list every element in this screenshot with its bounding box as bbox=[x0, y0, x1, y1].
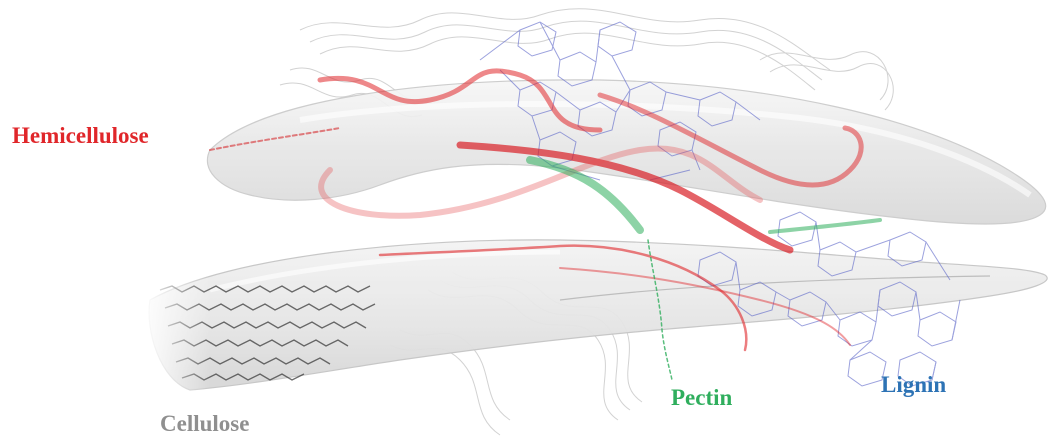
pectin-strands bbox=[526, 156, 882, 381]
hemicellulose-ribbons bbox=[209, 68, 864, 352]
cellulose-label: Cellulose bbox=[160, 411, 250, 436]
lignin-label: Lignin bbox=[881, 372, 947, 397]
pectin-label: Pectin bbox=[671, 385, 733, 410]
lower-fiber bbox=[148, 239, 1048, 391]
cellulose-fade bbox=[140, 255, 210, 405]
contour-lines bbox=[279, 8, 894, 436]
upper-fiber bbox=[206, 79, 1047, 225]
hemicellulose-label: Hemicellulose bbox=[12, 123, 149, 148]
